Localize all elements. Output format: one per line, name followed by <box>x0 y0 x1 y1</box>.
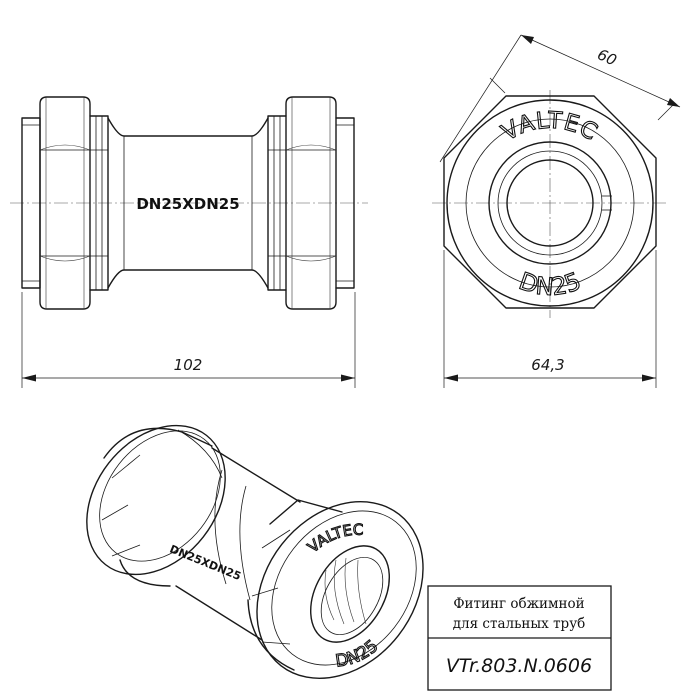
flats-dimension-value: 60 <box>595 45 620 69</box>
side-body-marking: DN25XDN25 <box>136 195 239 213</box>
product-code: VTr.803.N.0606 <box>446 655 592 677</box>
corners-dimension: 64,3 <box>443 250 657 388</box>
corners-dimension-value: 64,3 <box>531 356 564 374</box>
end-view: VALTEC DN25 <box>432 90 668 318</box>
length-dimension: 102 <box>21 292 356 388</box>
iso-body-marking: DN25XDN25 <box>168 543 243 583</box>
length-dimension-value: 102 <box>174 356 203 374</box>
iso-brand-marking: VALTEC <box>304 521 363 557</box>
side-view: DN25XDN25 <box>10 96 368 310</box>
title-line-2: для стальных труб <box>453 616 586 632</box>
title-block: Фитинг обжимной для стальных труб VTr.80… <box>427 585 612 691</box>
isometric-view: DN25XDN25 VALTEC DN25 <box>86 424 424 680</box>
title-line-1: Фитинг обжимной <box>453 596 584 612</box>
